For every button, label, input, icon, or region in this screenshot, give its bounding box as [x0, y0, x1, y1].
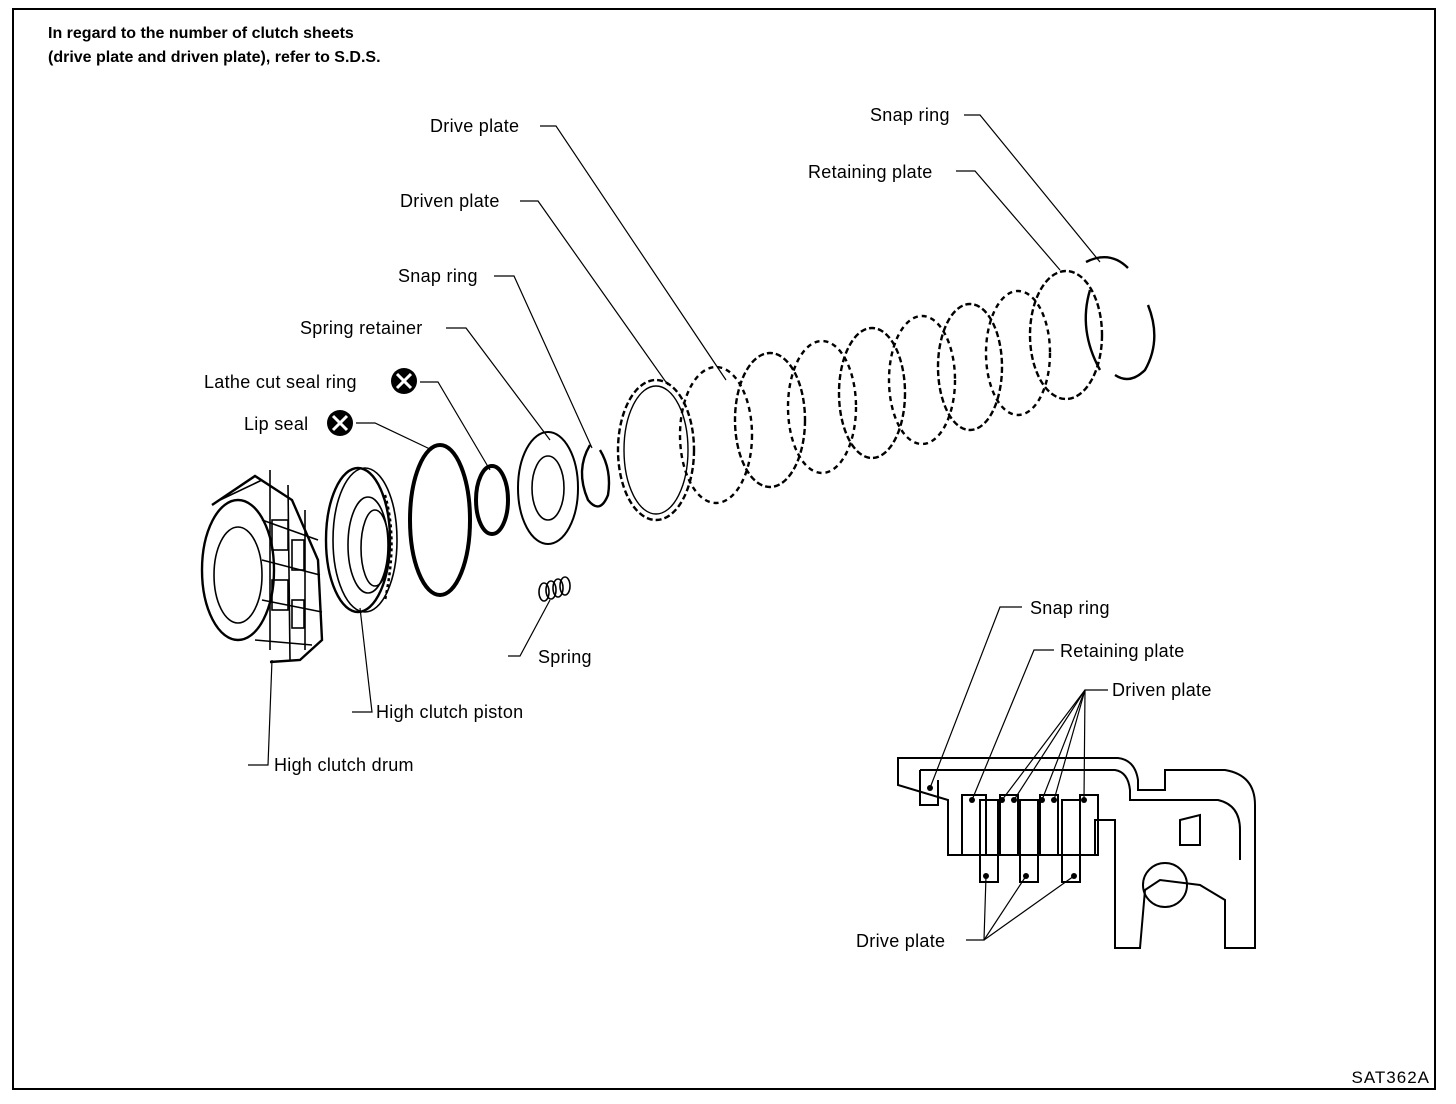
label-spring: Spring — [538, 647, 592, 667]
label-drive-plate: Drive plate — [430, 116, 520, 136]
label-lathe-cut-seal-ring: Lathe cut seal ring — [204, 372, 357, 392]
section-label-drive-plate: Drive plate — [856, 931, 946, 951]
label-high-clutch-piston: High clutch piston — [376, 702, 524, 722]
figure-code: SAT362A — [1351, 1068, 1430, 1087]
label-snap-ring-top: Snap ring — [870, 105, 950, 125]
cross-circle-icon — [391, 368, 417, 394]
cross-circle-icon — [327, 410, 353, 436]
label-high-clutch-drum: High clutch drum — [274, 755, 414, 775]
spring — [538, 576, 571, 602]
sds-note: In regard to the number of clutch sheets… — [48, 22, 381, 70]
high-clutch-piston — [324, 466, 398, 614]
clutch-plate-stack — [616, 256, 1156, 522]
note-line-1: In regard to the number of clutch sheets — [48, 25, 354, 42]
high-clutch-drum — [200, 470, 324, 664]
label-lip-seal: Lip seal — [244, 414, 309, 434]
section-label-retaining-plate: Retaining plate — [1060, 641, 1185, 661]
section-dots — [927, 785, 1087, 879]
label-driven-plate: Driven plate — [400, 191, 500, 211]
section-leaders — [929, 606, 1108, 941]
label-spring-retainer: Spring retainer — [300, 318, 423, 338]
spring-retainer — [517, 431, 579, 545]
small-snap-ring — [580, 444, 611, 508]
lathe-cut-seal-ring — [474, 464, 510, 536]
note-line-2: (drive plate and driven plate), refer to… — [48, 49, 381, 66]
section-label-driven-plate: Driven plate — [1112, 680, 1212, 700]
lip-seal — [408, 443, 472, 597]
section-label-snap-ring: Snap ring — [1030, 598, 1110, 618]
figure-frame — [12, 8, 1436, 1090]
label-snap-ring: Snap ring — [398, 266, 478, 286]
label-retaining-plate: Retaining plate — [808, 162, 933, 182]
cross-section-view — [897, 757, 1256, 949]
leader-lines — [248, 114, 1101, 766]
